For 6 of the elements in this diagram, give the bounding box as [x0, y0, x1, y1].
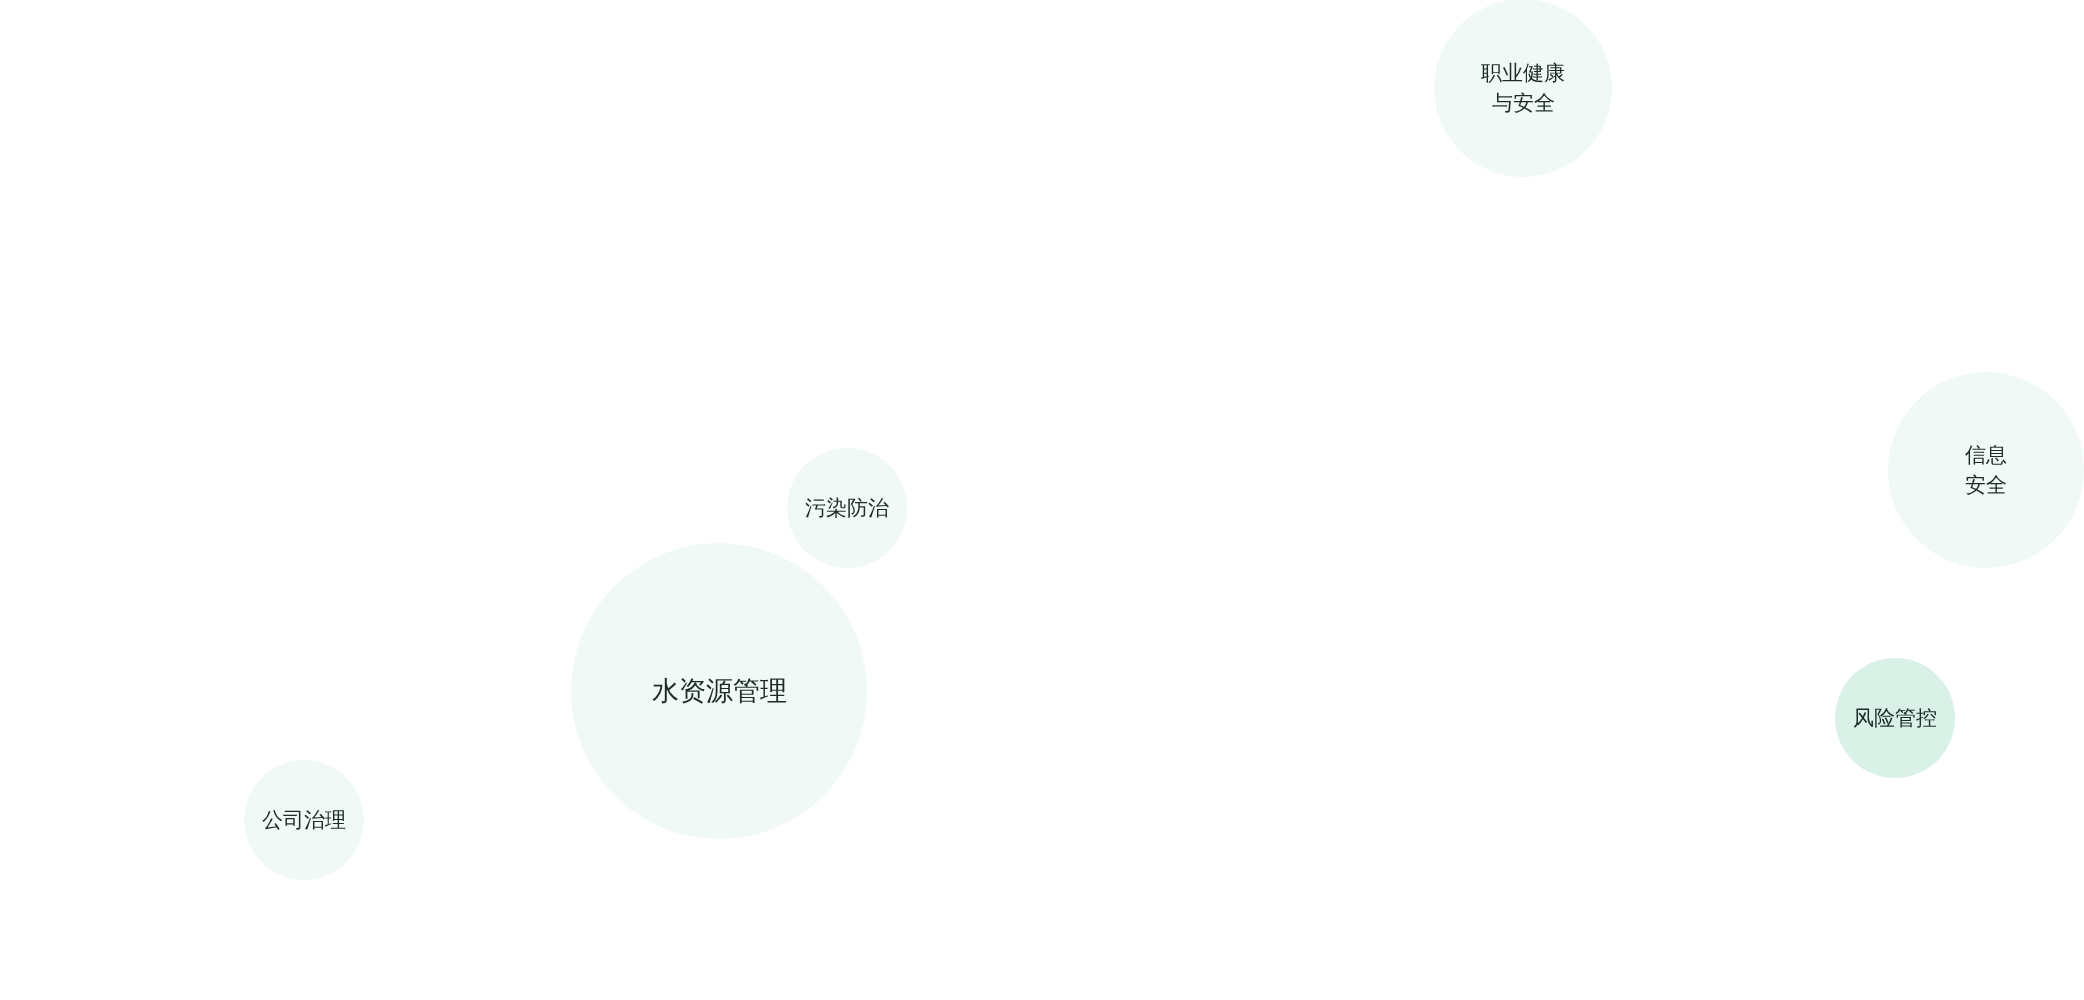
topic-label: 污染防治 — [805, 494, 889, 522]
topic-label: 信息安全 — [1964, 441, 2008, 499]
topic-label: 职业健康与安全 — [1480, 59, 1566, 117]
topic-label: 水资源管理 — [651, 674, 787, 709]
topic-label: 公司治理 — [262, 806, 346, 834]
topic-label: 风险管控 — [1853, 704, 1937, 732]
